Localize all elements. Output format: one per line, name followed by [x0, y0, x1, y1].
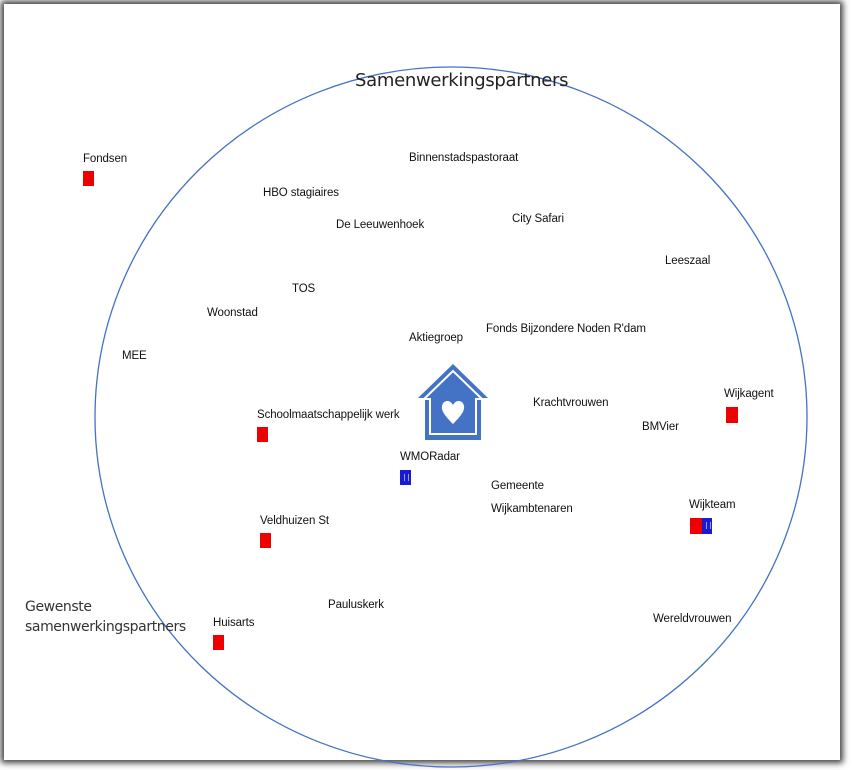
- partner-bmvier: BMVier: [642, 421, 679, 433]
- desired-marker-wijkteam: [690, 518, 702, 534]
- partner-leeszaal: Leeszaal: [665, 255, 711, 267]
- desired-marker-huisarts: [213, 635, 224, 650]
- blue-marker-wmoradar: [400, 470, 411, 485]
- partner-wmoradar: WMORadar: [400, 451, 460, 463]
- diagram-title: Samenwerkingspartners: [355, 70, 569, 91]
- partner-pauluskerk: Pauluskerk: [328, 599, 384, 611]
- partner-mee: MEE: [122, 350, 147, 362]
- partner-wijkambtenaren: Wijkambtenaren: [491, 503, 573, 515]
- partner-aktiegroep: Aktiegroep: [409, 332, 463, 344]
- blue-marker-wijkteam: [702, 518, 712, 534]
- partner-circle: [94, 66, 808, 768]
- house-heart-icon: [418, 364, 488, 440]
- partner-schoolmaatschappelijk-werk: Schoolmaatschappelijk werk: [257, 409, 400, 421]
- desired-marker-schoolmaatschappelijk-werk: [257, 427, 268, 442]
- partner-binnenstadspastoraat: Binnenstadspastoraat: [409, 152, 519, 164]
- partner-gemeente: Gemeente: [491, 480, 544, 492]
- partner-de-leeuwenhoek: De Leeuwenhoek: [336, 219, 425, 231]
- partner-krachtvrouwen: Krachtvrouwen: [533, 397, 609, 409]
- desired-partners-label-line1: Gewenste: [25, 599, 92, 615]
- partner-wereldvrouwen: Wereldvrouwen: [653, 613, 732, 625]
- partner-huisarts: Huisarts: [213, 617, 255, 629]
- partner-tos: TOS: [292, 283, 316, 295]
- partner-fonds-bijzondere-noden: Fonds Bijzondere Noden R'dam: [486, 323, 646, 335]
- desired-partners-label-line2: samenwerkingspartners: [25, 619, 186, 635]
- partner-wijkagent: Wijkagent: [724, 388, 774, 400]
- partner-city-safari: City Safari: [512, 213, 564, 225]
- partner-wijkteam: Wijkteam: [689, 499, 736, 511]
- diagram-frame: [4, 4, 840, 760]
- partner-fondsen: Fondsen: [83, 153, 128, 165]
- partner-veldhuizen-st: Veldhuizen St: [260, 515, 330, 527]
- desired-marker-wijkagent: [726, 407, 738, 423]
- partner-hbo-stagiaires: HBO stagiaires: [263, 187, 339, 199]
- desired-marker-fondsen: [83, 171, 94, 186]
- partner-woonstad: Woonstad: [207, 307, 258, 319]
- desired-partners-label: Gewenste samenwerkingspartners: [25, 597, 186, 637]
- desired-marker-veldhuizen-st: [260, 533, 271, 548]
